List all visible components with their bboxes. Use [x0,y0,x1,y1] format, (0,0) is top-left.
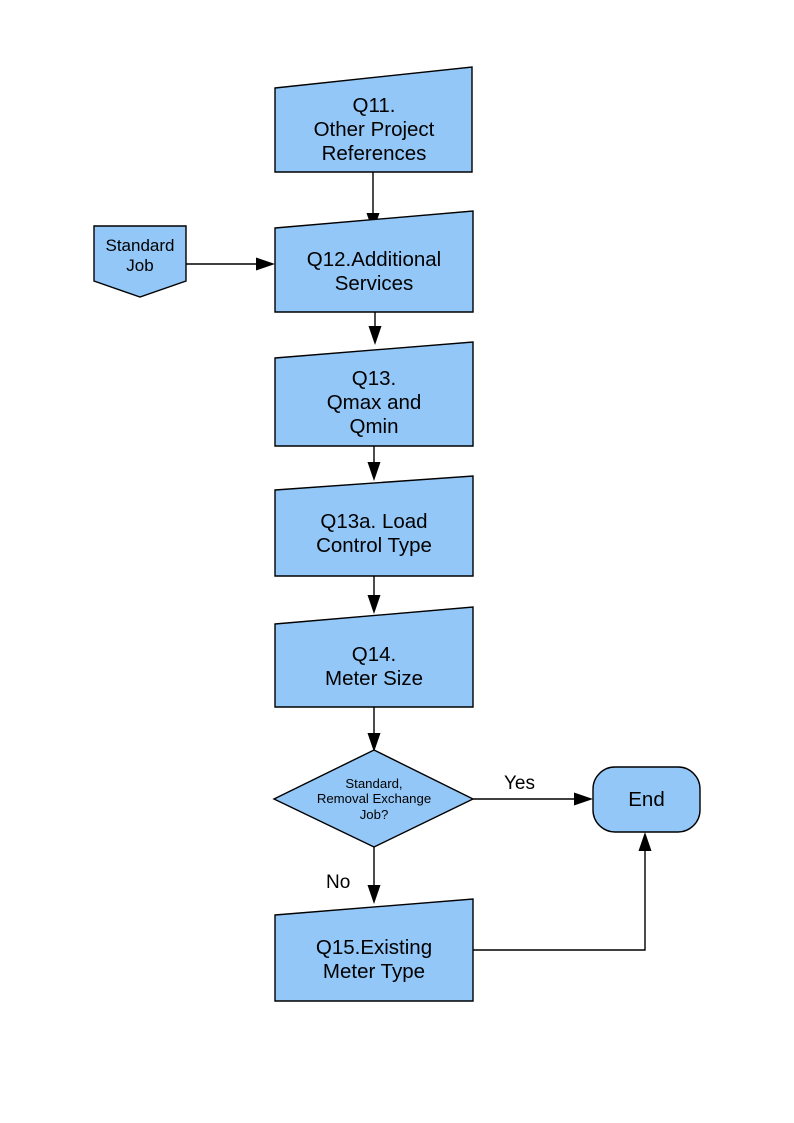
node-q15-shape[interactable] [274,898,474,1002]
edge-q14-decision [367,707,381,752]
edge-decision-q15 [367,847,381,904]
node-q12-shape[interactable] [274,210,474,313]
node-q11-shape[interactable] [274,66,473,173]
edge-q12-q13 [368,312,382,345]
edge-q13-q13a [367,446,381,481]
node-standard-job-shape[interactable] [93,225,187,298]
node-q14-shape[interactable] [274,606,474,708]
edge-q15-end [473,832,652,951]
edge-label-no: No [326,872,351,893]
edge-standardjob-q12 [186,257,275,271]
edge-q13a-q14 [367,576,381,614]
node-decision-shape[interactable] [272,749,475,848]
edge-decision-end [473,792,593,806]
edge-label-yes: Yes [504,773,535,794]
node-q13a-shape[interactable] [274,475,474,577]
node-end-shape[interactable] [592,766,701,833]
node-q13-shape[interactable] [274,341,474,447]
